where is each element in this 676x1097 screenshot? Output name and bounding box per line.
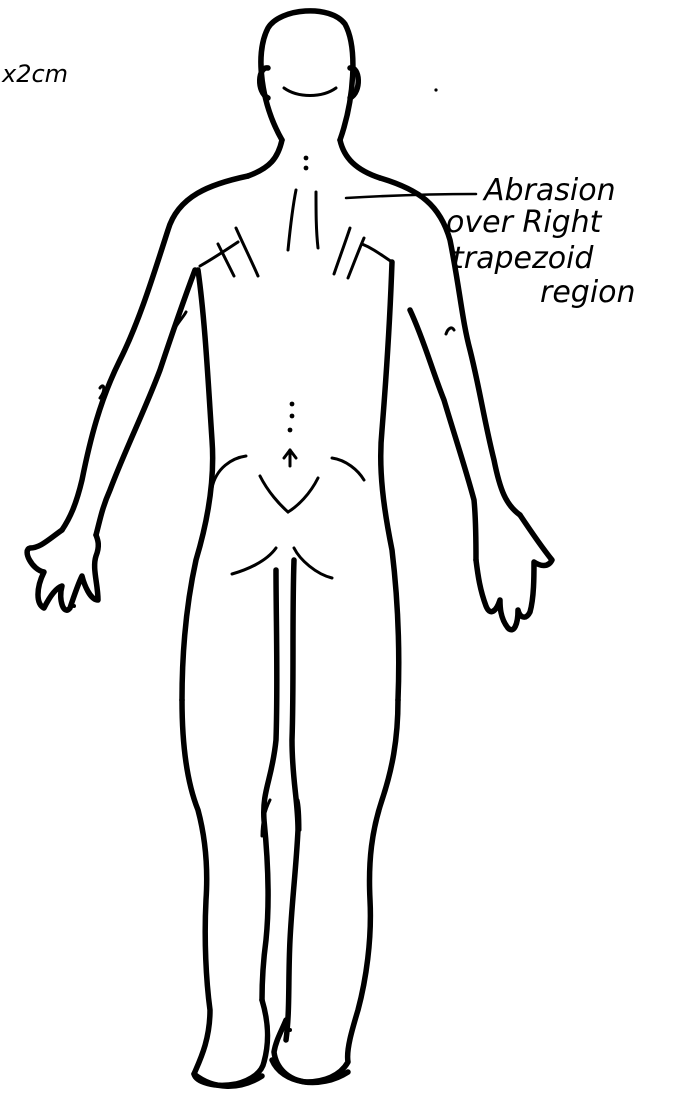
right-arm-inner bbox=[410, 310, 476, 560]
gluteal-fold-left bbox=[260, 476, 288, 512]
spine-upper-left bbox=[288, 190, 296, 250]
arrow-marker bbox=[284, 450, 296, 466]
neck-left bbox=[248, 140, 282, 176]
abrasion-label-line3: trapezoid bbox=[452, 241, 594, 276]
hairline bbox=[284, 88, 336, 96]
torso-left-side bbox=[182, 270, 213, 700]
neck-right bbox=[340, 140, 380, 178]
gluteal-crease-left bbox=[232, 548, 276, 574]
gluteal-fold-right bbox=[288, 478, 318, 512]
body-outline bbox=[27, 11, 552, 1086]
left-leg-outer bbox=[182, 700, 268, 1085]
measurement-annotation: x2cm bbox=[1, 60, 68, 88]
left-arm-inner bbox=[96, 270, 195, 535]
scapula-left-1 bbox=[236, 228, 258, 276]
spine-upper-right bbox=[316, 192, 318, 248]
annotation-leader-line bbox=[346, 194, 476, 198]
scapula-right-3 bbox=[362, 244, 392, 262]
gluteal-crease-right bbox=[294, 548, 332, 578]
spine-marks bbox=[72, 88, 438, 1032]
head-outline bbox=[261, 11, 353, 140]
gluteal-right-upper bbox=[332, 458, 364, 480]
abrasion-label-line1: Abrasion bbox=[482, 173, 616, 208]
torso-right-side bbox=[381, 262, 399, 700]
right-leg-inner bbox=[286, 560, 298, 1040]
left-leg-inner bbox=[262, 570, 277, 1000]
elbow-right-mark bbox=[446, 328, 454, 334]
gluteal-left-upper bbox=[212, 456, 246, 488]
scapula-right-1 bbox=[334, 228, 350, 274]
left-hand bbox=[27, 530, 98, 610]
abrasion-label-line4: region bbox=[540, 275, 636, 310]
abrasion-label-line2: over Right bbox=[446, 205, 603, 240]
left-arm-outer bbox=[62, 176, 248, 530]
right-hand bbox=[476, 515, 552, 630]
